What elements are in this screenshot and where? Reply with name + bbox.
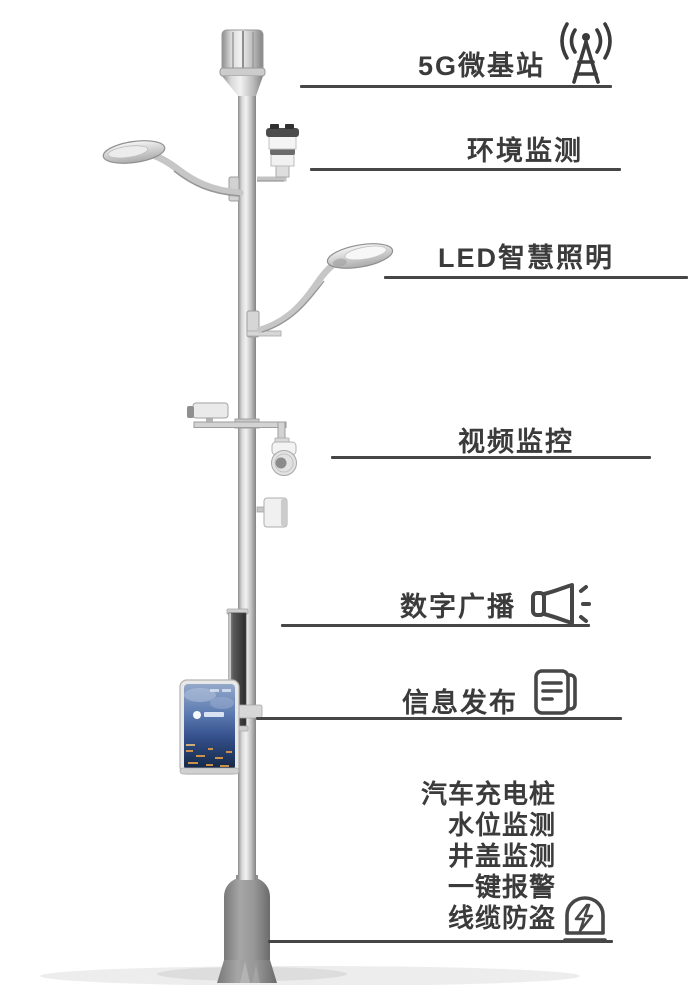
leader-line-5g xyxy=(300,85,612,88)
leader-line-env xyxy=(310,168,621,171)
label-environment-monitoring: 环境监测 xyxy=(467,136,583,166)
label-led-smart-lighting: LED智慧照明 xyxy=(438,243,614,273)
street-lamp-right xyxy=(246,243,394,338)
5g-antenna-cap xyxy=(219,29,266,96)
leader-line-info xyxy=(256,717,622,720)
label-information-release: 信息发布 xyxy=(402,688,518,718)
leader-line-video xyxy=(331,456,651,459)
loudspeaker-icon xyxy=(531,583,591,625)
label-one-key-alarm: 一键报警 xyxy=(447,872,556,902)
bullet-camera xyxy=(187,402,287,441)
label-digital-broadcast: 数字广播 xyxy=(400,592,516,622)
label-manhole-monitoring: 井盖监测 xyxy=(447,841,556,871)
ground-shadow xyxy=(40,966,580,985)
label-group-bottom: 汽车充电桩 水位监测 井盖监测 一键报警 线缆防盗 xyxy=(421,779,556,934)
pole-shaft xyxy=(238,88,256,880)
news-icon xyxy=(534,669,577,715)
street-lamp-left xyxy=(102,140,244,202)
label-water-level: 水位监测 xyxy=(447,810,556,840)
environment-sensor xyxy=(257,124,299,182)
leader-line-bottom xyxy=(268,940,613,943)
led-info-screen xyxy=(179,679,263,775)
antenna-5g-icon xyxy=(560,22,612,84)
ptz-dome-camera xyxy=(271,437,297,476)
label-video-surveillance: 视频监控 xyxy=(458,427,574,457)
leader-line-led xyxy=(384,276,688,279)
label-5g-base-station: 5G微基站 xyxy=(417,51,545,81)
broadcast-speaker-box xyxy=(256,497,288,528)
alarm-lightning-icon xyxy=(563,896,607,942)
base-cabinet xyxy=(217,875,277,983)
label-cable-antitheft: 线缆防盗 xyxy=(447,903,556,933)
label-ev-charging: 汽车充电桩 xyxy=(420,779,556,809)
leader-line-broadcast xyxy=(281,624,590,627)
